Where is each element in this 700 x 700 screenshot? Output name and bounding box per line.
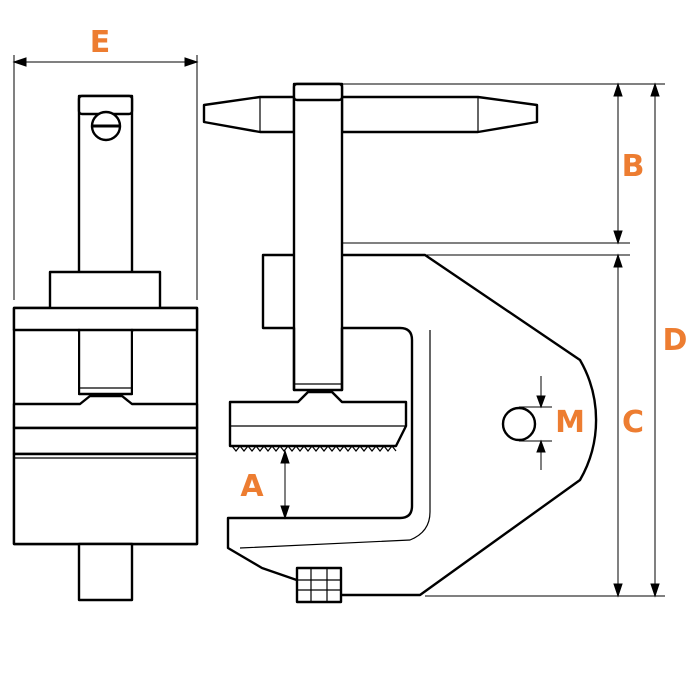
side-c-frame: [226, 253, 598, 597]
side-jaw-pad: [228, 390, 408, 448]
dimension-lines: [12, 55, 665, 598]
front-inner-screw: [77, 328, 134, 396]
side-view: [202, 82, 598, 604]
dim-label-b: B: [622, 149, 645, 184]
side-inner-edge: [239, 330, 431, 549]
front-bottom-stub: [77, 542, 134, 602]
front-jaw-plate: [12, 426, 199, 456]
slotted-screw-icon: [90, 110, 122, 142]
dim-label-e: E: [90, 25, 111, 60]
bottom-nut: [295, 566, 343, 604]
dim-label-c: C: [622, 405, 644, 440]
front-view: [12, 94, 199, 602]
dim-label-m: M: [555, 405, 585, 440]
t-handle-bar: [202, 95, 296, 134]
t-handle-bar-right: [340, 95, 539, 134]
dimension-labels: E B D M C A: [90, 25, 688, 504]
jaw-serration: [231, 445, 397, 452]
side-screw-cap: [292, 82, 344, 102]
dim-label-d: D: [663, 323, 688, 358]
front-lower-body: [12, 452, 199, 546]
side-hole: [501, 406, 537, 442]
dim-label-a: A: [240, 469, 264, 504]
